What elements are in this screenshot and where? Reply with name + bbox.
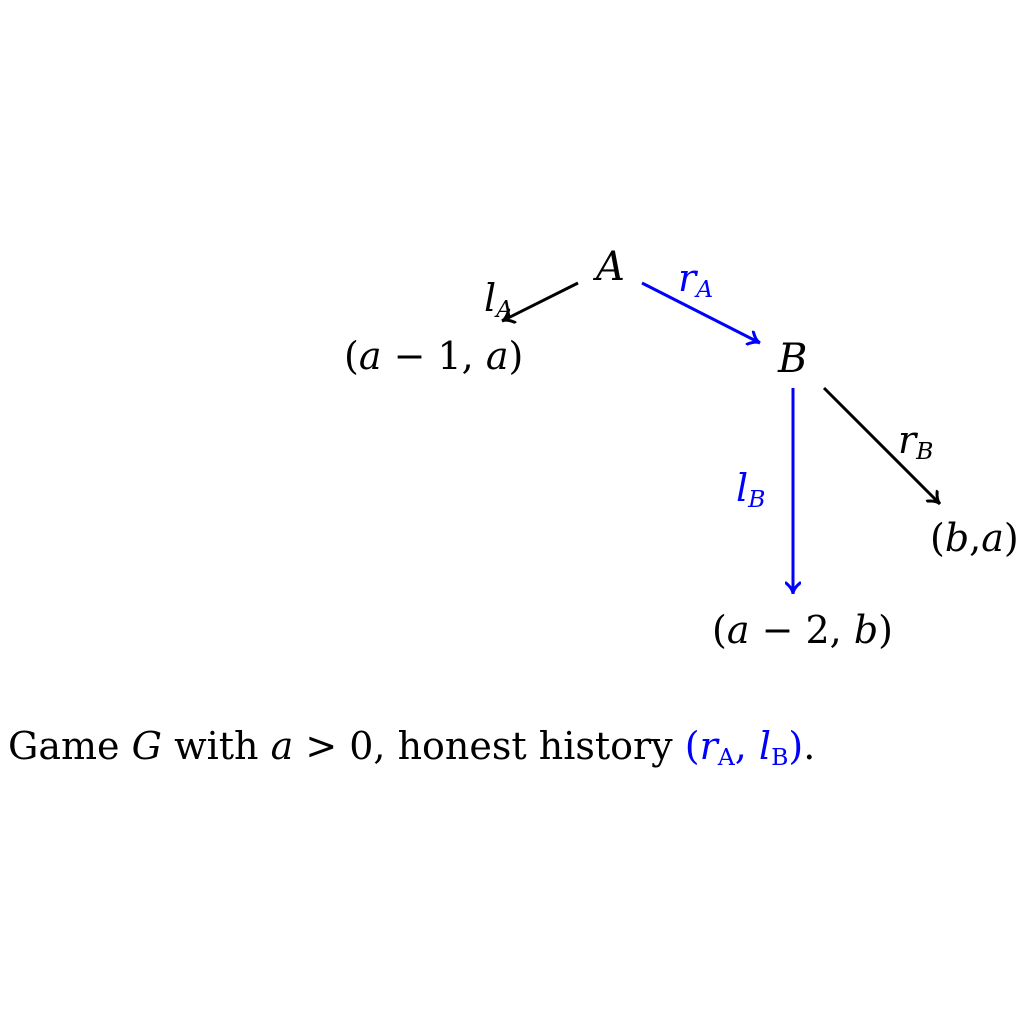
edge-label-lA: lA <box>484 276 514 323</box>
edge-lA-arrow <box>502 281 579 321</box>
payoff-lB: (a − 2, b) <box>712 608 893 652</box>
edge-label-rB: rB <box>898 418 934 465</box>
payoff-rB: (b,a) <box>930 516 1019 560</box>
edge-label-rA: rA <box>678 256 714 303</box>
figure-caption: Game G with a > 0, honest history (rA, l… <box>8 724 816 771</box>
node-B: B <box>778 336 808 382</box>
node-A: A <box>596 244 625 290</box>
edge-label-lB: lB <box>736 466 766 513</box>
edge-rB-arrow <box>822 386 940 504</box>
edge-rA-arrow <box>641 281 760 343</box>
payoff-lA: (a − 1, a) <box>344 334 524 378</box>
honest-history: (rA, lB) <box>684 724 804 771</box>
